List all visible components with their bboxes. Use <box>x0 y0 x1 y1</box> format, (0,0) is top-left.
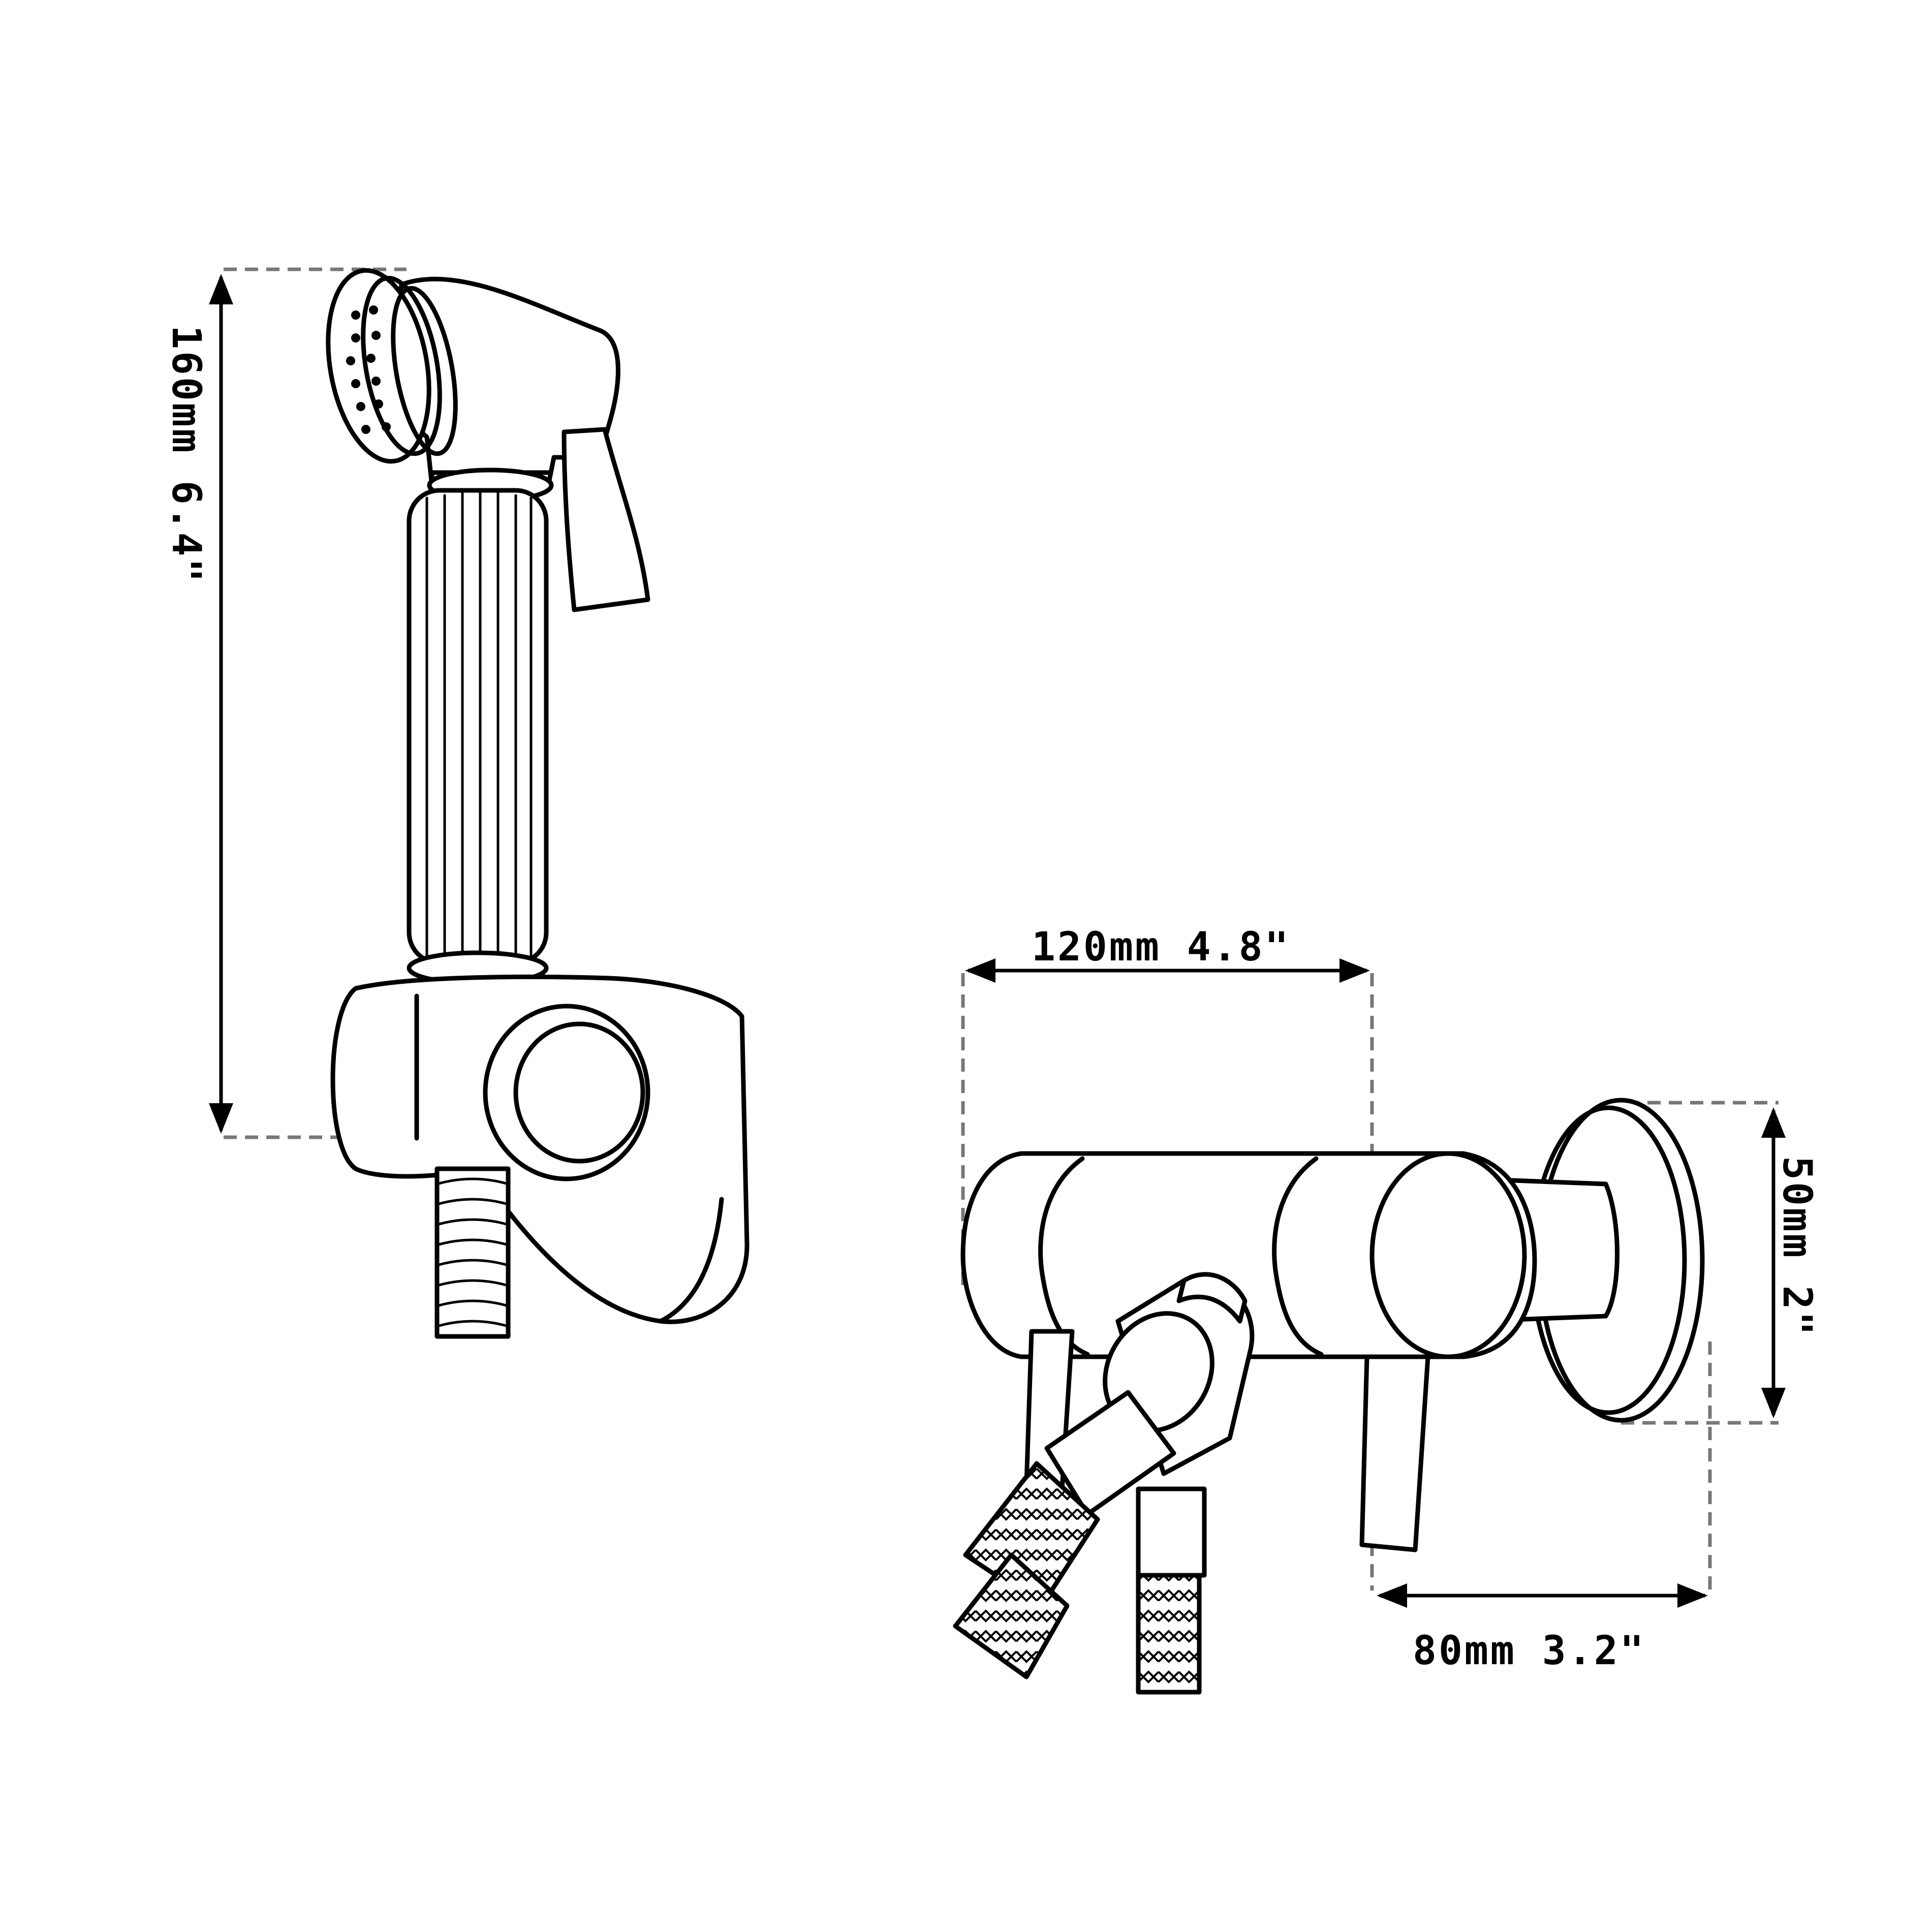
hose-outlet <box>1044 1272 1255 1517</box>
fluted-grip <box>407 488 549 986</box>
height-label: 160mm 6.4" <box>163 325 209 584</box>
wall-holder-bracket <box>330 974 750 1324</box>
width-label: 120mm 4.8" <box>1032 924 1291 970</box>
valve-knob[interactable] <box>1369 1151 1527 1359</box>
flange-label: 50mm 2" <box>1774 1156 1820 1337</box>
wall-valve: 120mm 4.8" 50mm 2" 80mm 3.2" <box>953 924 1820 1695</box>
valve-lever[interactable] <box>1359 1354 1430 1552</box>
braided-hoses <box>953 1461 1207 1695</box>
second-hose-ferrule <box>1136 1486 1207 1578</box>
valve-body <box>960 1151 1537 1359</box>
nozzle-holes <box>346 305 391 434</box>
sprayer-hose <box>434 1166 511 1339</box>
trigger-lever[interactable] <box>562 427 650 612</box>
depth-label: 80mm 3.2" <box>1413 1628 1646 1674</box>
handheld-sprayer: 160mm 6.4" <box>163 267 750 1339</box>
